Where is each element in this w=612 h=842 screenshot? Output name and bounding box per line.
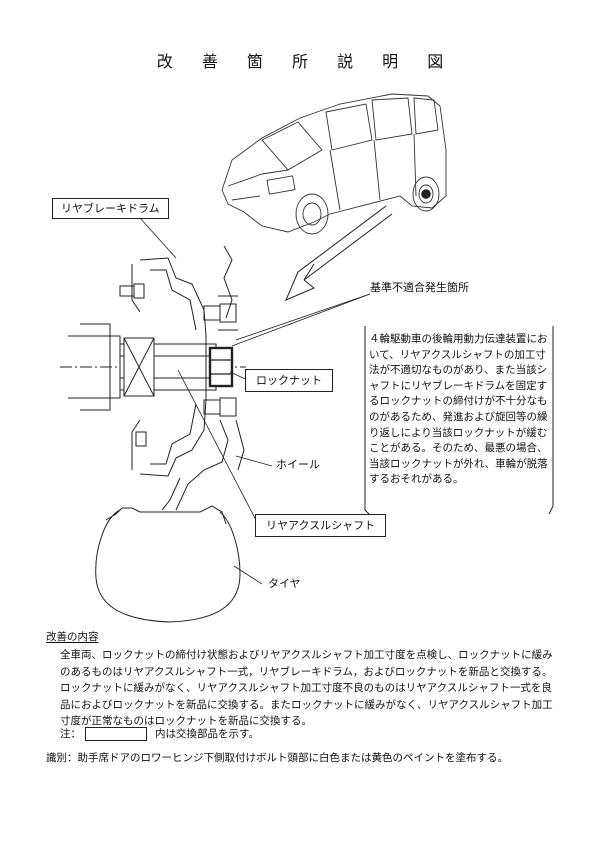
- leader-lines: [139, 217, 371, 585]
- tire: [95, 505, 241, 623]
- improvement-heading: 改善の内容: [46, 631, 99, 643]
- page-title: 改 善 箇 所 説 明 図: [156, 52, 456, 71]
- car-illustration: [221, 93, 447, 235]
- nonconformity-location-label: 基準不適合発生箇所: [370, 281, 469, 294]
- wheel-hub-marker: [421, 189, 431, 199]
- improvement-body: 全車両、ロックナットの締付け状態およびリヤアクスルシャフト加工寸度を点検し、ロッ…: [60, 649, 553, 728]
- note-suffix: 内は交換部品を示す。: [155, 728, 259, 740]
- identification-note: 識別：助手席ドアのロワーヒンジ下側取付けボルト頭部に白色または黄色のペイントを塗…: [46, 752, 508, 764]
- lock-nut-label: ロックナット: [245, 369, 333, 392]
- replacement-parts-box-legend: [85, 726, 147, 741]
- note-prefix: 注：: [60, 728, 81, 740]
- tire-label: タイヤ: [268, 577, 301, 590]
- brake-drum-label: リヤブレーキドラム: [52, 198, 169, 219]
- axle-shaft-label: リヤアクスルシャフト: [255, 514, 387, 537]
- description-bracket: [364, 326, 554, 515]
- wheel-label: ホイール: [276, 458, 320, 471]
- defect-description: ４輪駆動車の後輪用動力伝達装置において、リヤアクスルシャフトの加工寸法が不適切な…: [369, 333, 548, 486]
- note-row: 注： 内は交換部品を示す。: [60, 726, 259, 741]
- hub-assembly: [60, 245, 246, 511]
- pointer-arrow: [285, 205, 393, 301]
